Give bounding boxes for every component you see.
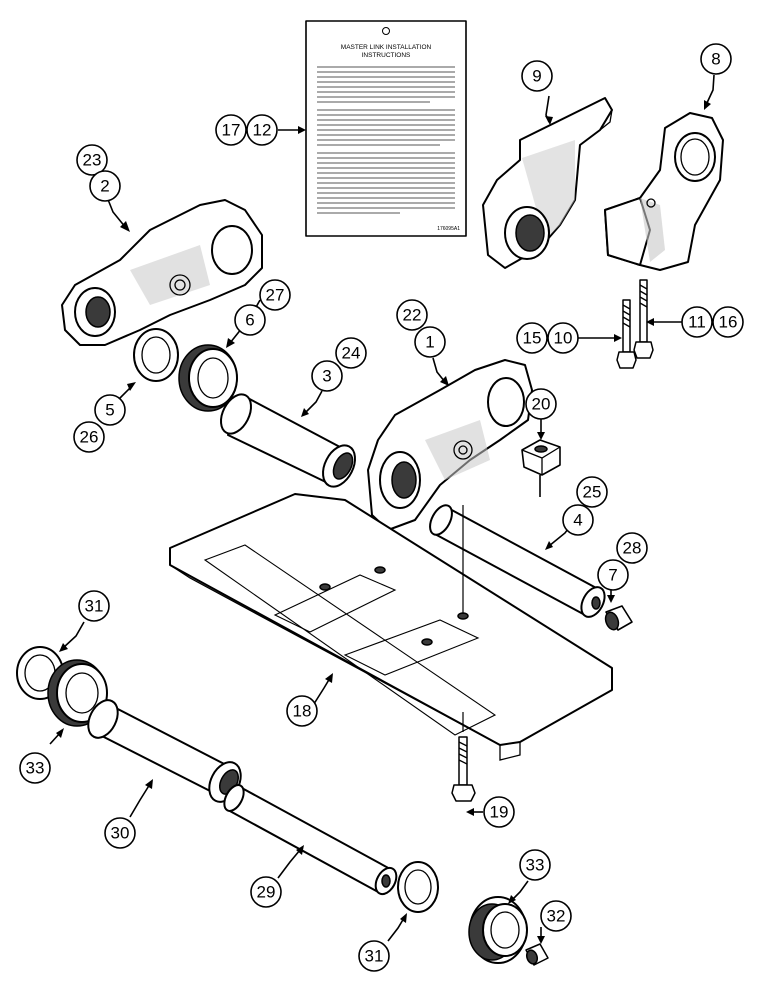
- callout-label: 18: [293, 702, 312, 721]
- callout-label: 30: [111, 824, 130, 843]
- callout-label: 19: [490, 803, 509, 822]
- callout-label: 33: [26, 759, 45, 778]
- callout-label: 17: [222, 121, 241, 140]
- callout-label: 9: [532, 67, 541, 86]
- spacer-31-right: [397, 861, 439, 913]
- callout-label: 31: [365, 947, 384, 966]
- callout-4: 4: [562, 504, 594, 536]
- nut-20: [521, 439, 561, 497]
- master-link-half-8: [604, 112, 724, 271]
- callout-label: 4: [573, 511, 582, 530]
- callout-31-bottom: 31: [358, 940, 390, 972]
- seal-6-27: [178, 344, 238, 412]
- callout-27: 27: [259, 279, 291, 311]
- callout-2: 2: [89, 170, 121, 202]
- callout-label: 6: [245, 311, 254, 330]
- callout-label: 31: [85, 597, 104, 616]
- callout-label: 8: [711, 50, 720, 69]
- callout-label: 20: [532, 395, 551, 414]
- callout-label: 12: [253, 121, 272, 140]
- callout-33-left: 33: [19, 752, 51, 784]
- callout-1: 1: [414, 326, 446, 358]
- callout-26: 26: [73, 421, 105, 453]
- callout-30: 30: [104, 817, 136, 849]
- callout-22: 22: [396, 299, 428, 331]
- callout-label: 27: [266, 286, 285, 305]
- callout-label: 26: [80, 428, 99, 447]
- pin-4-25: [429, 504, 606, 618]
- track-link-1-22: [367, 359, 533, 531]
- callout-label: 10: [554, 329, 573, 348]
- callout-label: 33: [526, 856, 545, 875]
- track-shoe-18: [169, 493, 613, 761]
- spacer-5-26: [133, 328, 179, 382]
- callout-3: 3: [311, 360, 343, 392]
- callout-20: 20: [525, 388, 557, 420]
- callout-label: 23: [83, 151, 102, 170]
- callout-6: 6: [234, 304, 266, 336]
- callout-9: 9: [521, 60, 553, 92]
- callout-label: 3: [322, 367, 331, 386]
- callout-label: 7: [608, 566, 617, 585]
- callout-label: 15: [523, 329, 542, 348]
- callout-label: 2: [100, 177, 109, 196]
- bolt-10-15: [616, 299, 637, 369]
- pin-29: [223, 784, 398, 896]
- callout-label: 28: [623, 539, 642, 558]
- callout-33-right: 33: [519, 849, 551, 881]
- plug-7-28: [604, 605, 633, 631]
- callout-15: 15: [516, 322, 548, 354]
- leader-lines: [49, 74, 715, 944]
- callout-label: 25: [583, 483, 602, 502]
- callout-label: 16: [719, 313, 738, 332]
- bolt-11-16: [633, 279, 654, 359]
- seal-33-right: [468, 896, 528, 964]
- decal-text-lines: [317, 66, 455, 214]
- decal-title: MASTER LINK INSTALLATION: [341, 44, 432, 51]
- callout-17: 17: [215, 114, 247, 146]
- callout-label: 22: [403, 306, 422, 325]
- callout-label: 29: [257, 883, 276, 902]
- bushing-30: [87, 699, 242, 803]
- callout-label: 1: [425, 333, 434, 352]
- callout-label: 24: [342, 344, 361, 363]
- callout-24: 24: [335, 337, 367, 369]
- callout-label: 32: [547, 907, 566, 926]
- plug-32: [525, 943, 549, 966]
- callout-19: 19: [483, 796, 515, 828]
- callout-32: 32: [540, 900, 572, 932]
- master-link-half-9: [482, 97, 613, 269]
- callout-16: 16: [712, 306, 744, 338]
- callout-12: 12: [246, 114, 278, 146]
- callout-11: 11: [681, 306, 713, 338]
- callout-label: 11: [688, 313, 706, 332]
- callout-label: 5: [105, 401, 114, 420]
- callout-5: 5: [94, 394, 126, 426]
- callout-10: 10: [547, 322, 579, 354]
- instruction-decal: MASTER LINK INSTALLATION INSTRUCTIONS: [305, 20, 467, 237]
- callout-7: 7: [597, 559, 629, 591]
- callout-8: 8: [700, 43, 732, 75]
- callout-29: 29: [250, 876, 282, 908]
- bushing-3-24: [219, 393, 356, 488]
- bolt-19: [451, 736, 476, 802]
- track-link-2-23: [61, 199, 263, 346]
- callout-25: 25: [576, 476, 608, 508]
- callout-23: 23: [76, 144, 108, 176]
- decal-subtitle: INSTRUCTIONS: [362, 52, 411, 59]
- callout-18: 18: [286, 695, 318, 727]
- callout-28: 28: [616, 532, 648, 564]
- decal-part-code: 176095A1: [437, 226, 460, 232]
- callout-31-upper-left: 31: [78, 590, 110, 622]
